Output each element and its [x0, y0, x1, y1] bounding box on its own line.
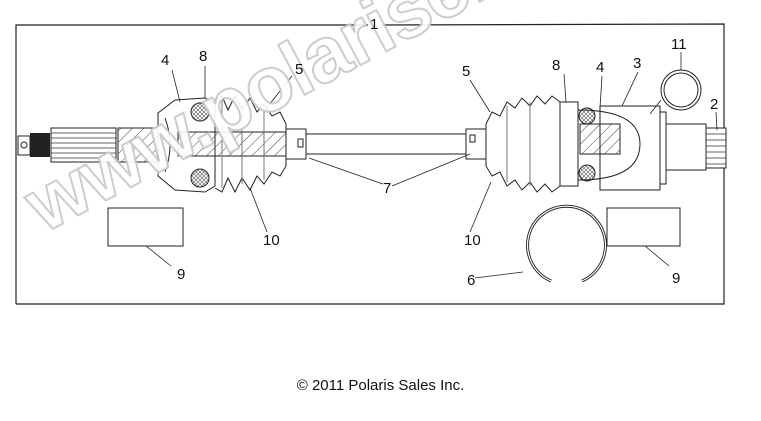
callout-1: 1 [370, 16, 379, 33]
center-shaft [285, 128, 487, 160]
callout-9-right: 9 [672, 270, 681, 287]
left-cv-joint [157, 97, 287, 193]
left-stub-shaft [17, 127, 159, 163]
callout-8-left: 8 [199, 48, 208, 65]
callout-6: 6 [467, 272, 476, 289]
callout-7: 7 [383, 180, 392, 197]
callout-3: 3 [633, 55, 642, 72]
callout-10-right: 10 [464, 232, 481, 249]
callout-5-left: 5 [295, 61, 304, 78]
callout-9-left: 9 [177, 266, 186, 283]
right-boot [485, 95, 561, 193]
retaining-clip-6 [526, 204, 607, 283]
callout-5-right: 5 [462, 63, 471, 80]
callout-8-right: 8 [552, 57, 561, 74]
leader-lines [145, 52, 718, 279]
decal-9-left [107, 207, 184, 247]
copyright-notice: © 2011 Polaris Sales Inc. [296, 377, 465, 394]
right-cv-joint [559, 101, 727, 191]
boot-ring-11 [660, 69, 702, 111]
callout-11: 11 [671, 36, 687, 53]
decal-9-right [606, 207, 681, 247]
callout-4-right: 4 [596, 59, 605, 76]
callout-10-left: 10 [263, 232, 280, 249]
callout-4-left: 4 [161, 52, 170, 69]
callout-2: 2 [710, 96, 719, 113]
